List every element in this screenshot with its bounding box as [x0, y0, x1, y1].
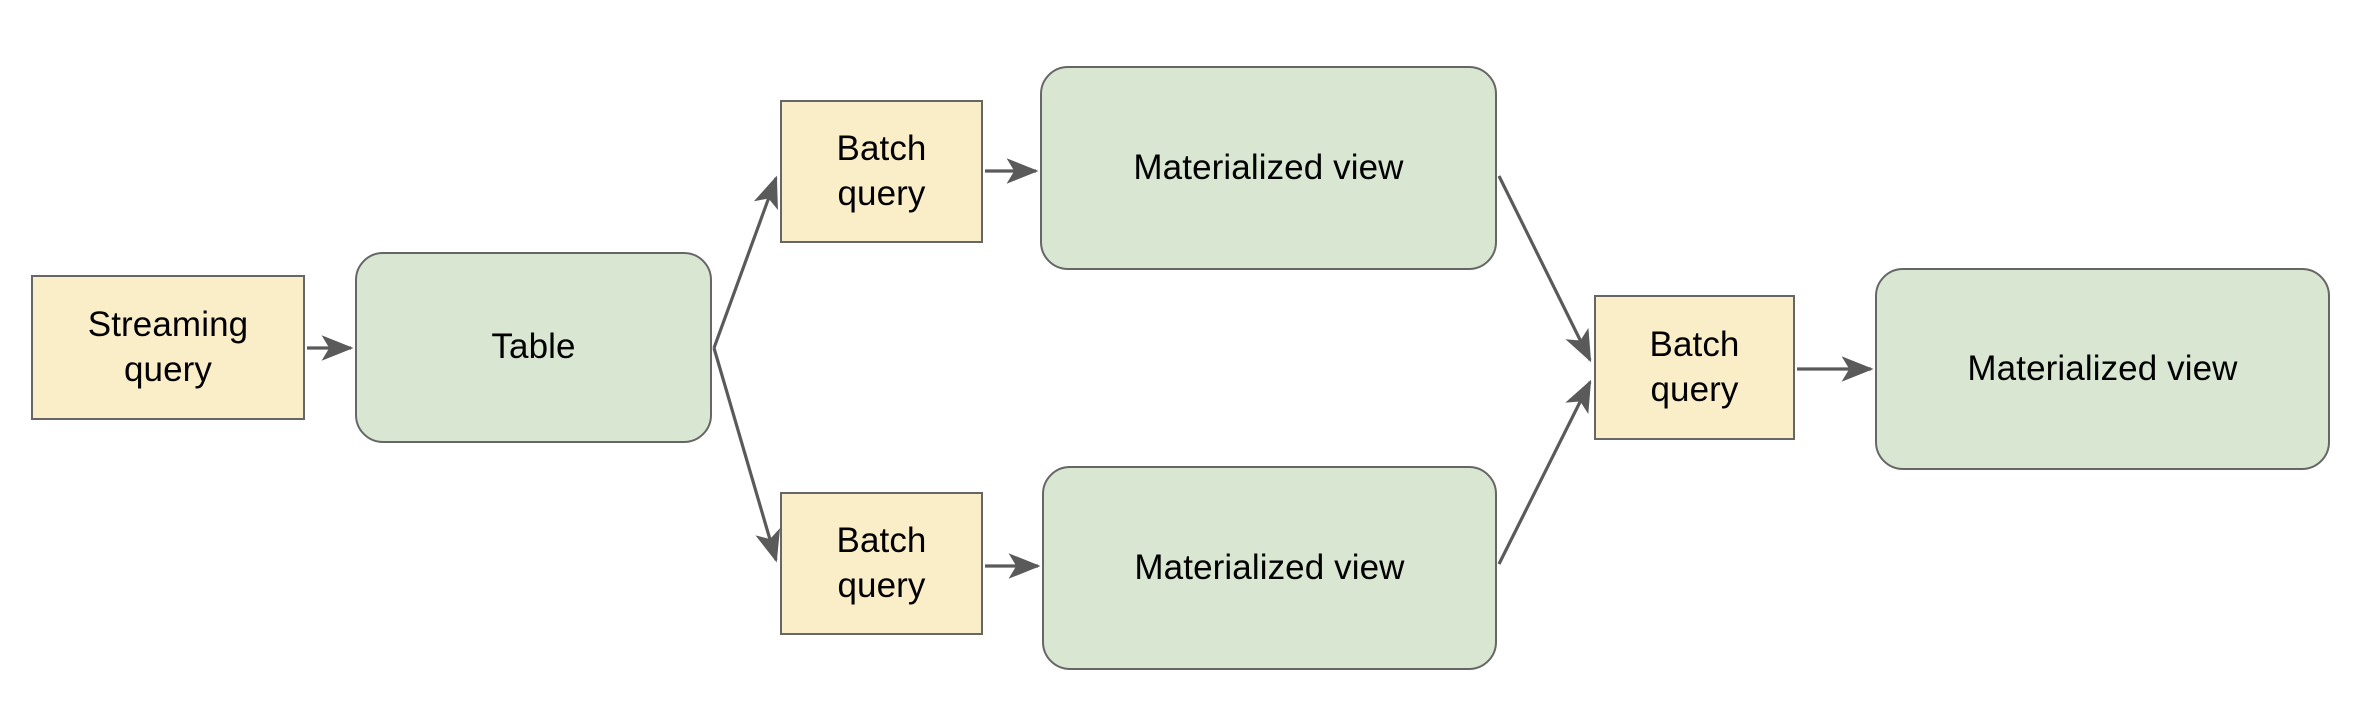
node-batch-query-center[interactable]: Batch query [1594, 295, 1795, 440]
node-table-label: Table [491, 327, 576, 367]
node-materialized-view-bottom[interactable]: Materialized view [1042, 466, 1497, 670]
node-materialized-view-right[interactable]: Materialized view [1875, 268, 2330, 470]
edge-materialized-view-top-to-batch-query-center [1497, 175, 1592, 363]
edge-materialized-view-bottom-to-batch-query-center [1497, 379, 1592, 565]
node-materialized-view-top[interactable]: Materialized view [1040, 66, 1497, 270]
node-batch-query-center-label: Batch query [1649, 325, 1740, 409]
node-batch-query-bottom-label: Batch query [836, 521, 927, 605]
edge-table-to-batch-query-bottom [712, 347, 781, 563]
node-streaming-query-label: Streaming query [87, 305, 249, 389]
edge-table-to-batch-query-top [712, 175, 778, 349]
node-batch-query-top-label: Batch query [836, 129, 927, 213]
node-materialized-view-bottom-label: Materialized view [1134, 547, 1405, 587]
node-table[interactable]: Table [355, 252, 712, 443]
node-batch-query-bottom[interactable]: Batch query [780, 492, 983, 635]
node-materialized-view-top-label: Materialized view [1133, 147, 1404, 187]
node-materialized-view-right-label: Materialized view [1967, 348, 2238, 388]
node-streaming-query[interactable]: Streaming query [31, 275, 305, 420]
node-batch-query-top[interactable]: Batch query [780, 100, 983, 243]
